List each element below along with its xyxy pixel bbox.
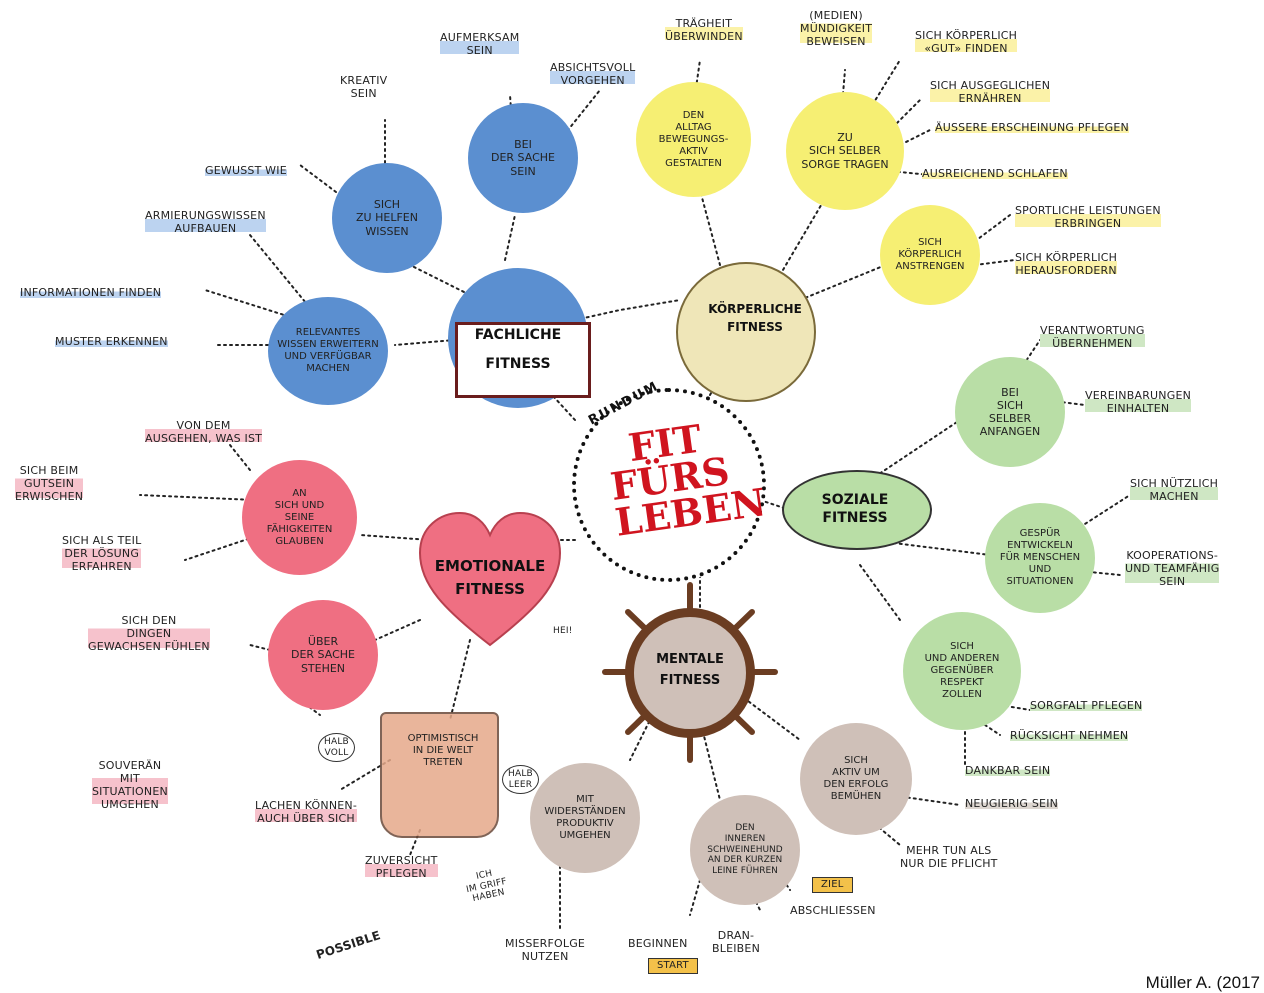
- leaf-aeussere: ÄUSSERE ERSCHEINUNG PFLEGEN: [935, 121, 1129, 135]
- node-relevantes-wissen: RELEVANTES WISSEN ERWEITERN UND VERFÜGBA…: [268, 297, 388, 405]
- category-soziale-fitness: SOZIALE FITNESS: [821, 492, 889, 526]
- category-koerperliche-fitness: KÖRPERLICHE FITNESS: [708, 302, 802, 334]
- node-bei-der-sache: BEI DER SACHE SEIN: [468, 103, 578, 213]
- leaf-dankbar: DANKBAR SEIN: [965, 764, 1051, 778]
- center-circle: [572, 388, 766, 582]
- node-ueber-der-sache: ÜBER DER SACHE STEHEN: [268, 600, 378, 710]
- leaf-neugierig: NEUGIERIG SEIN: [965, 797, 1059, 811]
- bookshelf: [455, 322, 591, 398]
- sign-start: START: [648, 958, 698, 974]
- node-an-sich-glauben: AN SICH UND SEINE FÄHIGKEITEN GLAUBEN: [242, 460, 357, 575]
- ship-wheel-icon: [625, 608, 755, 738]
- leaf-sportliche: SPORTLICHE LEISTUNGEN ERBRINGEN: [1015, 204, 1161, 231]
- leaf-ruecksicht: RÜCKSICHT NEHMEN: [1010, 729, 1129, 743]
- node-selbst-sorge: ZU SICH SELBER SORGE TRAGEN: [786, 92, 904, 210]
- leaf-souveraen: SOUVERÄN MIT SITUATIONEN UMGEHEN: [92, 759, 168, 812]
- sign-hei: HEI!: [553, 626, 573, 636]
- leaf-muster: MUSTER ERKENNEN: [55, 335, 168, 349]
- leaf-gewusst-wie: GEWUSST WIE: [205, 164, 287, 178]
- center-title: FIT FÜRS LEBEN: [607, 415, 769, 545]
- sign-halb-leer: HALB LEER: [502, 765, 539, 795]
- leaf-armierungswissen: ARMIERUNGSWISSEN AUFBAUEN: [145, 209, 266, 236]
- node-erfolg: SICH AKTIV UM DEN ERFOLG BEMÜHEN: [800, 723, 912, 835]
- leaf-sorgfalt: SORGFALT PFLEGEN: [1030, 699, 1143, 713]
- node-respekt: SICH UND ANDEREN GEGENÜBER RESPEKT ZOLLE…: [903, 612, 1021, 730]
- leaf-zuversicht: ZUVERSICHT PFLEGEN: [365, 854, 438, 881]
- leaf-ausgeglichen: SICH AUSGEGLICHEN ERNÄHREN: [930, 79, 1051, 106]
- leaf-dingen: SICH DEN DINGEN GEWACHSEN FÜHLEN: [88, 614, 210, 654]
- glass-shape: [380, 712, 499, 838]
- leaf-medien: (MEDIEN) MÜNDIGKEIT BEWEISEN: [800, 9, 873, 49]
- ball-shape: [676, 262, 816, 402]
- node-anstrengen: SICH KÖRPERLICH ANSTRENGEN: [880, 205, 980, 305]
- leaf-mehr-tun: MEHR TUN ALS NUR DIE PFLICHT: [900, 844, 998, 870]
- node-schweinehund: DEN INNEREN SCHWEINEHUND AN DER KURZEN L…: [690, 795, 800, 905]
- leaf-nuetzlich: SICH NÜTZLICH MACHEN: [1130, 477, 1219, 504]
- leaf-koerperlich-gut: SICH KÖRPERLICH «GUT» FINDEN: [915, 29, 1018, 56]
- leaf-kreativ: KREATIV SEIN: [340, 74, 388, 100]
- node-optimistisch: OPTIMISTISCH IN DIE WELT TRETEN: [407, 733, 479, 768]
- leaf-kooperation: KOOPERATIONS- UND TEAMFÄHIG SEIN: [1125, 549, 1220, 589]
- category-emotionale-fitness: EMOTIONALE FITNESS: [434, 557, 546, 598]
- sign-halb-voll: HALB VOLL: [318, 733, 355, 763]
- leaf-absichtsvoll: ABSICHTSVOLL VORGEHEN: [550, 61, 636, 88]
- node-bei-sich-selber: BEI SICH SELBER ANFANGEN: [955, 357, 1065, 467]
- leaf-gutsein: SICH BEIM GUTSEIN ERWISCHEN: [15, 464, 84, 504]
- leaf-misserfolge: MISSERFOLGE NUTZEN: [505, 937, 586, 963]
- leaf-informationen: INFORMATIONEN FINDEN: [20, 286, 162, 300]
- credit-text: Müller A. (2017: [1145, 973, 1260, 992]
- leaf-teil-loesung: SICH ALS TEIL DER LÖSUNG ERFAHREN: [62, 534, 142, 574]
- leaf-beginnen: BEGINNEN: [628, 937, 688, 950]
- node-widerstaende: MIT WIDERSTÄNDEN PRODUKTIV UMGEHEN: [530, 763, 640, 873]
- leaf-von-dem: VON DEM AUSGEHEN, WAS IST: [145, 419, 263, 446]
- speech-bubble: [782, 470, 932, 550]
- sign-ziel: ZIEL: [812, 877, 853, 893]
- heart-shape: [415, 505, 565, 655]
- leaf-abschliessen: ABSCHLIESSEN: [790, 904, 876, 917]
- leaf-vereinbarungen: VEREINBARUNGEN EINHALTEN: [1085, 389, 1192, 416]
- leaf-herausfordern: SICH KÖRPERLICH HERAUSFORDERN: [1015, 251, 1118, 278]
- leaf-schlafen: AUSREICHEND SCHLAFEN: [922, 167, 1068, 181]
- node-sich-zu-helfen: SICH ZU HELFEN WISSEN: [332, 163, 442, 273]
- leaf-verantwortung: VERANTWORTUNG ÜBERNEHMEN: [1040, 324, 1145, 351]
- leaf-aufmerksam: AUFMERKSAM SEIN: [440, 31, 520, 58]
- node-alltag: DEN ALLTAG BEWEGUNGS- AKTIV GESTALTEN: [636, 82, 751, 197]
- leaf-dranbleiben: DRAN- BLEIBEN: [712, 929, 760, 955]
- node-gespuer: GESPÜR ENTWICKELN FÜR MENSCHEN UND SITUA…: [985, 503, 1095, 613]
- leaf-traegheit: TRÄGHEIT ÜBERWINDEN: [665, 17, 743, 44]
- leaf-lachen: LACHEN KÖNNEN- AUCH ÜBER SICH: [255, 799, 358, 826]
- category-fachliche-fitness: FACHLICHE FITNESS: [474, 327, 562, 373]
- category-mentale-fitness: MENTALE FITNESS: [656, 652, 724, 688]
